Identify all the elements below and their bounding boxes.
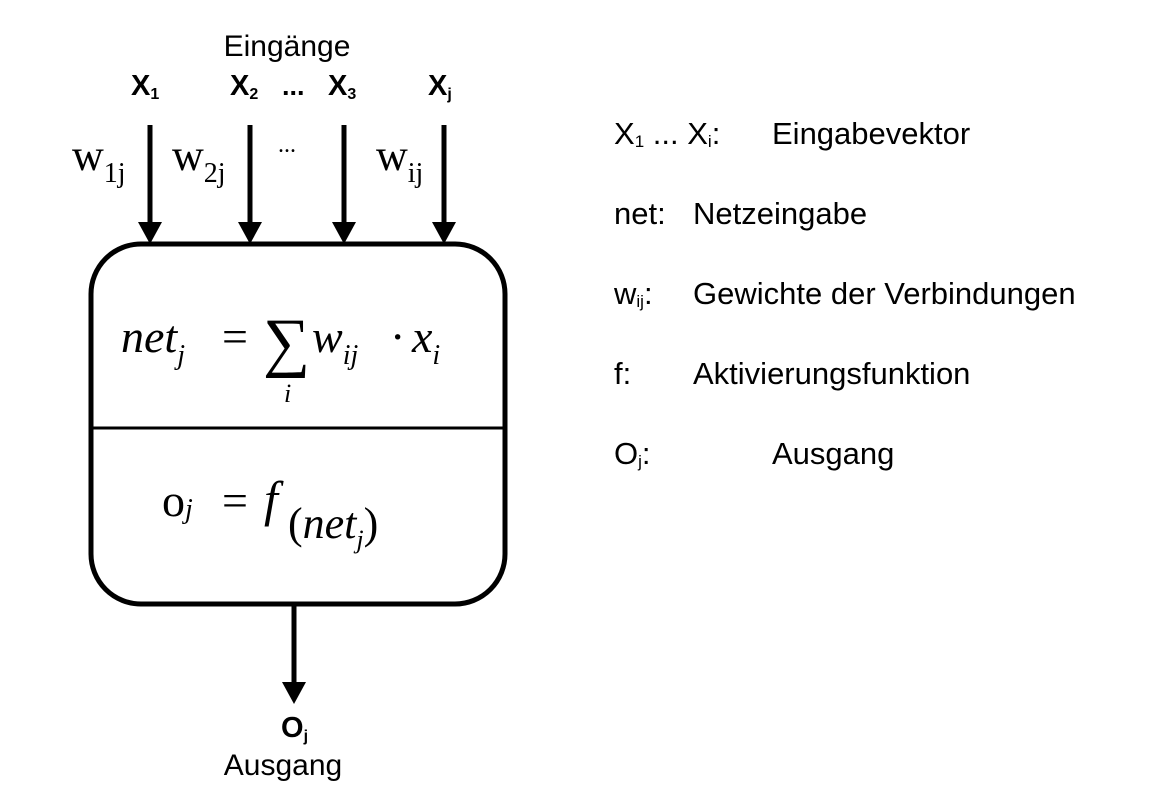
svg-text:·: · (390, 311, 405, 362)
inputs-ellipsis: ... (282, 71, 305, 101)
svg-text:wij: wij (376, 131, 423, 189)
net-formula: netj = ∑ i wij · xi (121, 306, 440, 408)
svg-text:∑: ∑ (263, 306, 310, 379)
input-arrow-2 (238, 125, 262, 244)
svg-text:X2: X2 (230, 70, 258, 103)
svg-text:i: i (284, 379, 291, 408)
legend-symbol: X1 ... Xi: (614, 116, 721, 151)
legend-description: Eingabevektor (772, 116, 971, 151)
input-arrow-3 (332, 125, 356, 244)
weights-ellipsis: ... (278, 132, 296, 158)
legend-symbol: net: (614, 196, 666, 231)
svg-text:w1j: w1j (72, 131, 126, 189)
output-label: Ausgang (224, 749, 342, 782)
legend-description: Aktivierungsfunktion (693, 356, 971, 391)
legend: X1 ... Xi: Eingabevektor net: Netzeingab… (614, 0, 1154, 812)
svg-text:wij: wij (312, 311, 358, 371)
svg-text:Xj: Xj (428, 70, 452, 103)
input-arrow-1 (138, 125, 162, 244)
legend-symbol: f: (614, 356, 632, 391)
legend-symbol: Oj: (614, 436, 651, 471)
legend-description: Netzeingabe (693, 196, 868, 231)
input-arrow-4 (432, 125, 456, 244)
input-x2: X2 (230, 70, 258, 103)
input-x1: X1 (131, 70, 159, 103)
svg-text:Oj: Oj (281, 712, 308, 745)
input-x3: X3 (328, 70, 356, 103)
neuron-diagram: Eingänge X1 X2 ... X3 Xj w1j w2j ... wij (72, 30, 508, 782)
weight-wij: wij (376, 131, 423, 189)
inputs-label: Eingänge (224, 30, 351, 63)
svg-text:X3: X3 (328, 70, 356, 103)
legend-description: Ausgang (772, 436, 895, 471)
output-arrow (282, 604, 306, 704)
svg-text:(netj): (netj) (288, 499, 378, 554)
input-xj: Xj (428, 70, 452, 103)
svg-text:=: = (222, 475, 248, 526)
legend-description: Gewichte der Verbindungen (693, 276, 1076, 311)
svg-text:X1: X1 (131, 70, 159, 103)
weight-w2j: w2j (172, 131, 226, 189)
neuron-box (88, 241, 508, 607)
svg-text:=: = (222, 311, 248, 362)
output-oj: Oj (281, 712, 308, 745)
weight-w1j: w1j (72, 131, 126, 189)
svg-text:oj: oj (162, 475, 193, 526)
svg-text:netj: netj (121, 311, 185, 371)
svg-text:xi: xi (411, 311, 440, 371)
legend-symbol: wij: (614, 276, 653, 311)
svg-text:w2j: w2j (172, 131, 226, 189)
